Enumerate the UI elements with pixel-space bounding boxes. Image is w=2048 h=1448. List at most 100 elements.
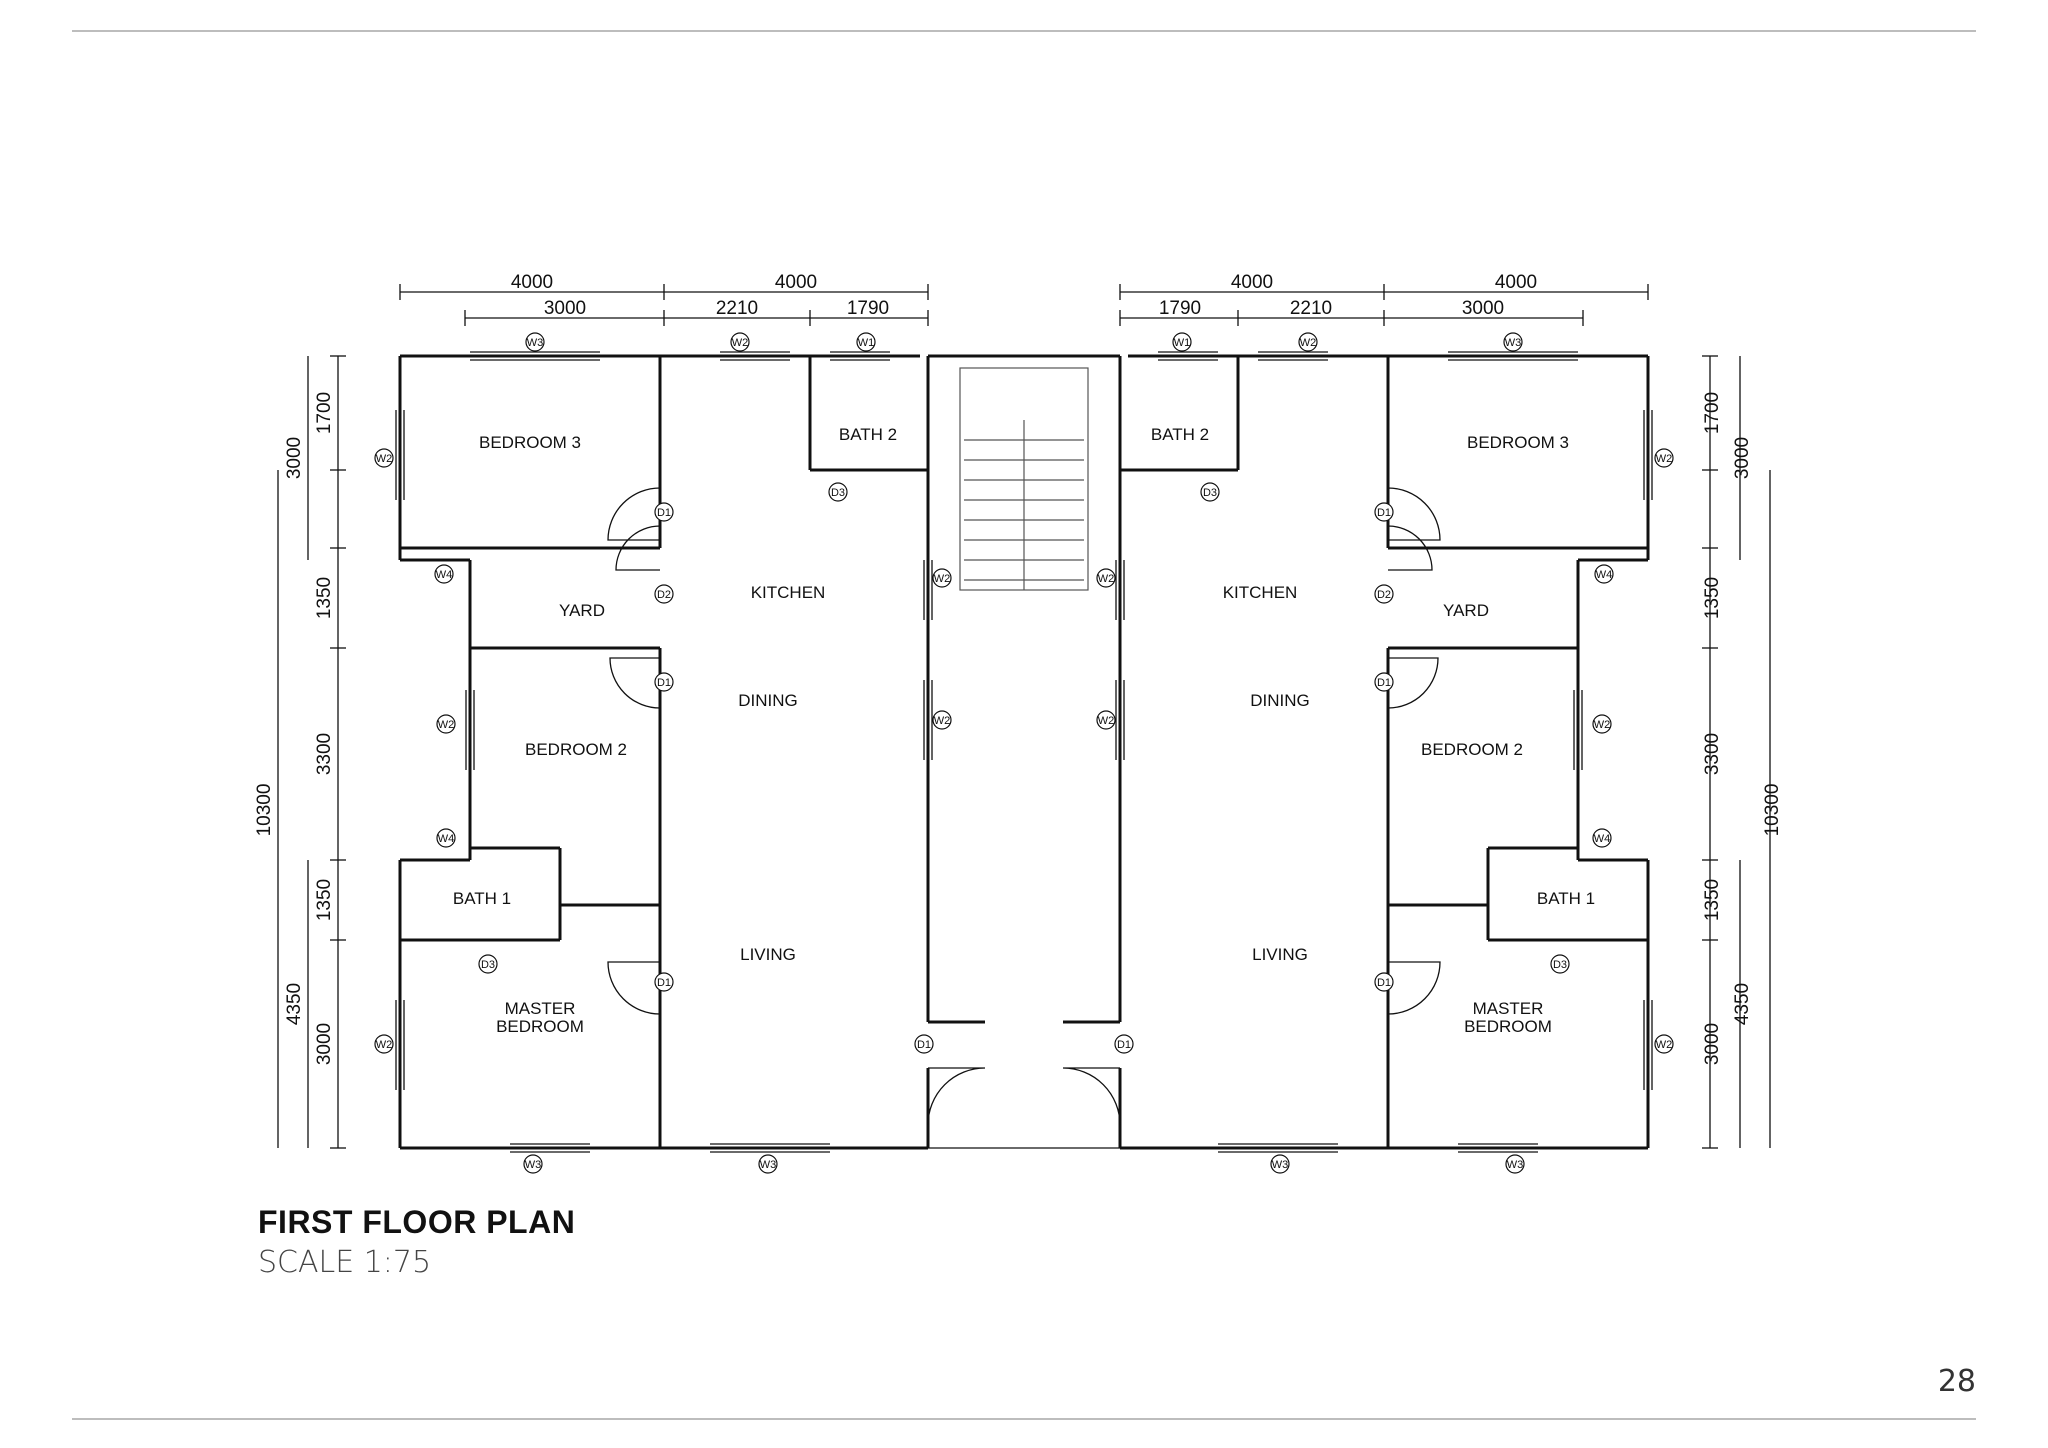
left-tag-w4-yard-circle bbox=[434, 564, 454, 584]
right-tag-d1-master-circle bbox=[1374, 972, 1394, 992]
right-label-bedroom3: BEDROOM 3 bbox=[1467, 433, 1569, 452]
left-label-dining: DINING bbox=[738, 691, 798, 710]
right-dim-4000-b: 4000 bbox=[1231, 272, 1273, 293]
right-tag-w2-bed3: W2 bbox=[1656, 453, 1673, 465]
left-tag-d1-master: D1 bbox=[657, 977, 671, 989]
right-label-yard: YARD bbox=[1443, 601, 1489, 620]
right-tag-w3-top: W3 bbox=[1505, 337, 1522, 349]
left-tag-w4-yard: W4 bbox=[436, 569, 453, 581]
left-dim-1790: 1790 bbox=[847, 298, 889, 319]
right-dim-side-2: 3300 bbox=[1702, 733, 1723, 775]
right-label-dining: DINING bbox=[1250, 691, 1310, 710]
left-label-bedroom2: BEDROOM 2 bbox=[525, 740, 627, 759]
left-tag-w3-master: W3 bbox=[525, 1159, 542, 1171]
left-dim-4000-a: 4000 bbox=[511, 272, 553, 293]
right-tag-w3-living-circle bbox=[1270, 1154, 1290, 1174]
left-label-bath1: BATH 1 bbox=[453, 889, 511, 908]
left-dim-3000-side: 3000 bbox=[284, 437, 305, 479]
left-tag-w2-top-circle bbox=[730, 332, 750, 352]
left-dim-3000: 3000 bbox=[544, 298, 586, 319]
left-tag-d1-entry-circle bbox=[914, 1034, 934, 1054]
left-tag-d1-entry: D1 bbox=[917, 1039, 931, 1051]
left-door-entry bbox=[927, 1067, 986, 1126]
right-tag-w4-bath1-circle bbox=[1592, 828, 1612, 848]
left-tag-w2-dining-circle bbox=[932, 710, 952, 730]
left-door-bedroom2 bbox=[609, 657, 661, 709]
plan-scale: SCALE 1:75 bbox=[258, 1245, 432, 1280]
right-label-bath2: BATH 2 bbox=[1151, 425, 1209, 444]
left-label-master-1: MASTER bbox=[505, 999, 576, 1018]
left-tag-w1-top-circle bbox=[856, 332, 876, 352]
left-tag-d1-bed2: D1 bbox=[657, 677, 671, 689]
left-tag-d3-bath1-circle bbox=[478, 954, 498, 974]
right-tag-w4-yard-circle bbox=[1594, 564, 1614, 584]
right-dim-side-0: 1700 bbox=[1702, 392, 1723, 434]
left-dim-side-1: 1350 bbox=[314, 577, 335, 619]
left-dim-side-4: 3000 bbox=[314, 1023, 335, 1065]
plan-title: FIRST FLOOR PLAN bbox=[258, 1204, 576, 1240]
right-door-master bbox=[1387, 961, 1441, 1015]
right-tag-w3-master-circle bbox=[1505, 1154, 1525, 1174]
right-tag-w2-bed2: W2 bbox=[1594, 719, 1611, 731]
right-dim-4350-side: 4350 bbox=[1732, 983, 1753, 1025]
right-tag-w4-bath1: W4 bbox=[1594, 833, 1611, 845]
left-tag-w3-master-circle bbox=[523, 1154, 543, 1174]
left-tag-d3-bath1: D3 bbox=[481, 959, 495, 971]
right-door-yard bbox=[1387, 525, 1433, 571]
left-tag-w2-bed3: W2 bbox=[376, 453, 393, 465]
right-tag-d1-bed2-circle bbox=[1374, 672, 1394, 692]
left-label-living: LIVING bbox=[740, 945, 796, 964]
left-tag-w3-top-circle bbox=[525, 332, 545, 352]
left-tag-w2-kitchen: W2 bbox=[934, 573, 951, 585]
right-label-bedroom2: BEDROOM 2 bbox=[1421, 740, 1523, 759]
left-dim-4000-b: 4000 bbox=[775, 272, 817, 293]
right-tag-w2-master: W2 bbox=[1656, 1039, 1673, 1051]
room-labels: BEDROOM 3 BATH 2 YARD KITCHEN DINING BEDROOM … bbox=[453, 425, 1595, 1036]
right-tag-d1-bed3: D1 bbox=[1377, 507, 1391, 519]
left-tag-d1-bed2-circle bbox=[654, 672, 674, 692]
right-dim-1790: 1790 bbox=[1159, 298, 1201, 319]
left-tag-w2-bed2: W2 bbox=[438, 719, 455, 731]
right-tag-d1-bed3-circle bbox=[1374, 502, 1394, 522]
right-label-bath1: BATH 1 bbox=[1537, 889, 1595, 908]
right-tag-w2-kitchen-circle bbox=[1096, 568, 1116, 588]
left-tag-w4-bath1-circle bbox=[436, 828, 456, 848]
right-tag-d1-bed2: D1 bbox=[1377, 677, 1391, 689]
left-tag-d1-bed3-circle bbox=[654, 502, 674, 522]
right-tag-w2-master-circle bbox=[1654, 1034, 1674, 1054]
left-tag-w2-dining: W2 bbox=[934, 715, 951, 727]
left-door-master bbox=[607, 961, 661, 1015]
left-label-yard: YARD bbox=[559, 601, 605, 620]
left-tag-w2-kitchen-circle bbox=[932, 568, 952, 588]
left-label-bedroom3: BEDROOM 3 bbox=[479, 433, 581, 452]
right-tag-w2-bed3-circle bbox=[1654, 448, 1674, 468]
right-door-bedroom3 bbox=[1387, 487, 1441, 541]
right-door-entry bbox=[1062, 1067, 1121, 1126]
left-tag-d2-circle bbox=[654, 584, 674, 604]
right-tag-d3-bath1: D3 bbox=[1553, 959, 1567, 971]
left-tag-w3-top: W3 bbox=[527, 337, 544, 349]
left-tag-d2: D2 bbox=[657, 589, 671, 601]
left-label-master-2: BEDROOM bbox=[496, 1017, 584, 1036]
right-tag-w1-top: W1 bbox=[1174, 337, 1191, 349]
openings bbox=[395, 351, 1653, 1153]
title-block: FIRST FLOOR PLAN SCALE 1:75 bbox=[258, 1204, 575, 1280]
left-tag-w1-top: W1 bbox=[858, 337, 875, 349]
right-tag-d3-bath2: D3 bbox=[1203, 487, 1217, 499]
dimension-lines: 4000 4000 3000 2210 1790 1700 1350 3300 1350 3000… bbox=[254, 272, 1783, 1149]
right-dim-side-3: 1350 bbox=[1702, 879, 1723, 921]
right-dim-2210: 2210 bbox=[1290, 298, 1332, 319]
right-dim-side-4: 3000 bbox=[1702, 1023, 1723, 1065]
page-number: 28 bbox=[1937, 1364, 1976, 1399]
left-tag-w3-living-circle bbox=[758, 1154, 778, 1174]
left-tag-w2-master-circle bbox=[374, 1034, 394, 1054]
left-dim-side-2: 3300 bbox=[314, 733, 335, 775]
right-tag-d1-master: D1 bbox=[1377, 977, 1391, 989]
right-tag-w2-top: W2 bbox=[1300, 337, 1317, 349]
left-tag-d1-master-circle bbox=[654, 972, 674, 992]
right-tag-w3-master: W3 bbox=[1507, 1159, 1524, 1171]
left-door-bedroom3 bbox=[607, 487, 661, 541]
right-label-kitchen: KITCHEN bbox=[1223, 583, 1298, 602]
